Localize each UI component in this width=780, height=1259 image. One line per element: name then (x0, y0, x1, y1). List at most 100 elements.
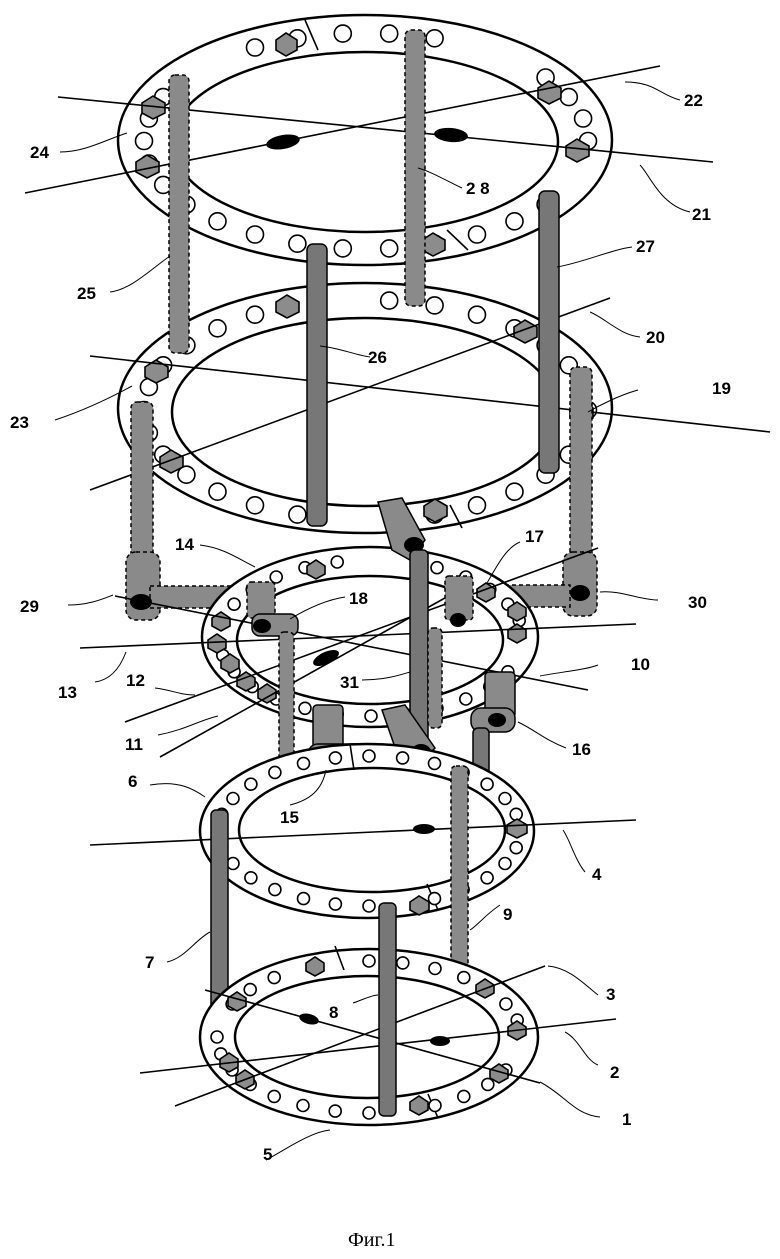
hole (268, 1090, 280, 1102)
hole (482, 1078, 494, 1090)
hole (209, 483, 226, 500)
label-18: 18 (349, 589, 368, 608)
hole (426, 30, 443, 47)
hole (481, 778, 493, 790)
label-7: 7 (145, 953, 154, 972)
label-23: 23 (10, 413, 29, 432)
label-13: 13 (58, 683, 77, 702)
hole (363, 955, 375, 967)
figure-caption: Фиг.1 (348, 1229, 395, 1251)
rod-27 (539, 191, 559, 473)
hole (458, 972, 470, 984)
hole (363, 750, 375, 762)
hole (429, 893, 441, 905)
hole (209, 320, 226, 337)
hole (481, 872, 493, 884)
label-25: 25 (77, 284, 96, 303)
label-21: 21 (692, 205, 711, 224)
hole (298, 893, 310, 905)
label-31: 31 (340, 673, 359, 692)
hole (429, 1100, 441, 1112)
label-26: 26 (368, 348, 387, 367)
hole (227, 793, 239, 805)
hole (299, 702, 311, 714)
hole (211, 1031, 223, 1043)
hole (499, 793, 511, 805)
hole (269, 884, 281, 896)
hole (458, 1090, 470, 1102)
hole (209, 213, 226, 230)
hole (499, 858, 511, 870)
hole (397, 957, 409, 969)
hole (331, 556, 343, 568)
second-ring (118, 283, 612, 533)
hole (381, 25, 398, 42)
hole (469, 497, 486, 514)
hole (431, 562, 443, 574)
hole (270, 571, 282, 583)
hole (500, 998, 512, 1010)
hole (245, 872, 257, 884)
hole (469, 226, 486, 243)
hole (247, 226, 264, 243)
rod-26 (307, 244, 327, 526)
hole (506, 483, 523, 500)
hole (429, 757, 441, 769)
hole (510, 808, 522, 820)
label-8: 8 (329, 1003, 338, 1022)
label-6: 6 (128, 772, 137, 791)
label-15: 15 (280, 808, 299, 827)
hole (297, 1100, 309, 1112)
hole (245, 778, 257, 790)
label-17: 17 (525, 527, 544, 546)
label-12: 12 (126, 671, 145, 690)
hole (365, 710, 377, 722)
rod-8 (379, 903, 396, 1116)
hole (381, 240, 398, 257)
label-30: 30 (688, 593, 707, 612)
hole (560, 89, 577, 106)
label-11: 11 (125, 735, 143, 754)
hole (329, 1105, 341, 1117)
label-29: 29 (20, 597, 39, 616)
top-ring (118, 15, 612, 265)
label-14: 14 (175, 535, 194, 554)
hole (298, 757, 310, 769)
label-22: 22 (684, 91, 703, 110)
hole (363, 900, 375, 912)
label-20: 20 (646, 328, 665, 347)
label-9: 9 (503, 905, 512, 924)
rod-9 (451, 766, 468, 980)
hole (329, 752, 341, 764)
hole (429, 963, 441, 975)
hole (426, 297, 443, 314)
label-3: 3 (606, 985, 615, 1004)
rod-28 (405, 30, 425, 306)
label-16: 16 (572, 740, 591, 759)
hole (329, 898, 341, 910)
hole (228, 598, 240, 610)
hole (268, 972, 280, 984)
hole (334, 240, 351, 257)
hole (575, 110, 592, 127)
hole (510, 842, 522, 854)
rod-25 (169, 75, 189, 353)
label-28: 2 8 (466, 179, 490, 198)
hole (363, 1107, 375, 1119)
hole (136, 133, 153, 150)
label-10: 10 (631, 655, 650, 674)
hole (227, 858, 239, 870)
label-27: 27 (636, 237, 655, 256)
hole (469, 306, 486, 323)
label-19: 19 (712, 379, 731, 398)
label-1: 1 (622, 1110, 631, 1129)
hole (460, 693, 472, 705)
hole (397, 752, 409, 764)
hole (269, 766, 281, 778)
hole (247, 306, 264, 323)
hole (244, 984, 256, 996)
hole (506, 213, 523, 230)
label-4: 4 (592, 865, 602, 884)
hole (247, 497, 264, 514)
label-24: 24 (30, 143, 49, 162)
